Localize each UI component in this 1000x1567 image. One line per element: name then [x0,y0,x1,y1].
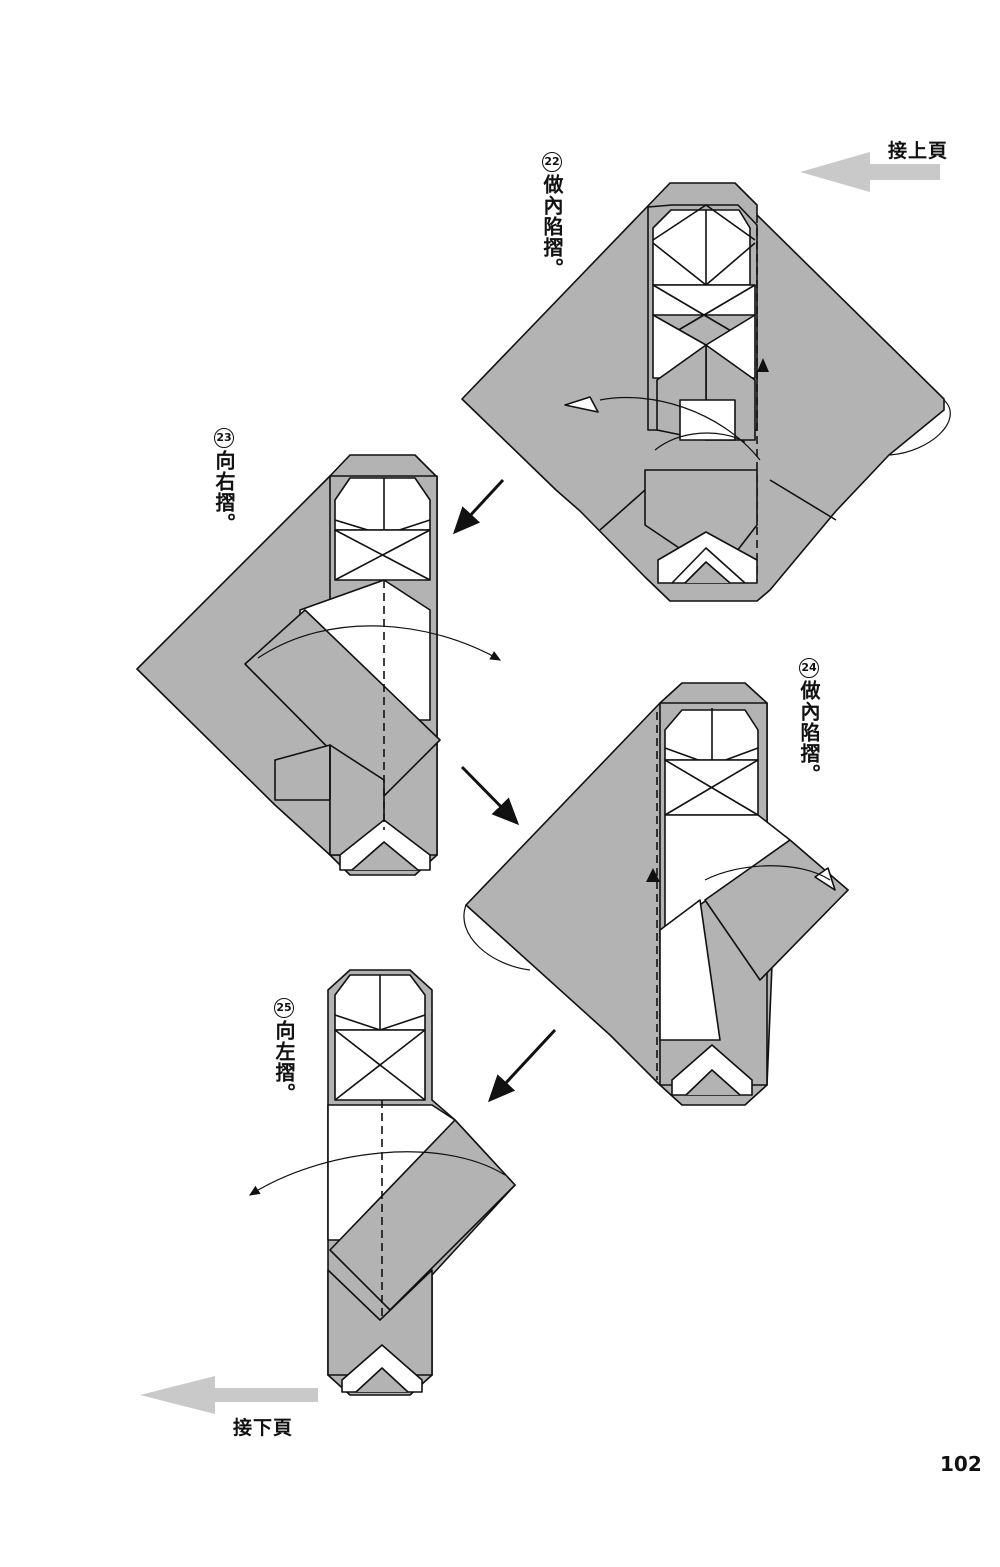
step-22-number: 22 [542,152,562,172]
step-25-number: 25 [274,998,294,1018]
step-23-number: 23 [214,428,234,448]
step-24-label: 24 做內陷摺。 [797,658,821,785]
step-23-instruction: 向右摺。 [212,450,236,534]
step-25-instruction: 向左摺。 [272,1020,296,1104]
continued-from-label: 接上頁 [888,140,949,162]
continued-to-label: 接下頁 [233,1417,294,1439]
step-24-number: 24 [799,658,819,678]
step-25-model [248,969,516,1396]
step-23-model [136,454,502,876]
step-22-instruction: 做內陷摺。 [540,174,564,279]
continued-from-arrow [800,152,940,192]
arrow-24-to-25 [487,1028,557,1103]
arrow-22-to-23 [452,478,505,535]
step-23-label: 23 向右摺。 [212,428,236,534]
step-24-model [463,682,849,1106]
step-22-label: 22 做內陷摺。 [540,152,564,279]
step-24-instruction: 做內陷摺。 [797,680,821,785]
arrow-23-to-24 [460,765,520,826]
continued-to-arrow [140,1376,318,1414]
step-22-model [461,182,951,602]
step-25-label: 25 向左摺。 [272,998,296,1104]
page-number: 102 [940,1452,982,1476]
